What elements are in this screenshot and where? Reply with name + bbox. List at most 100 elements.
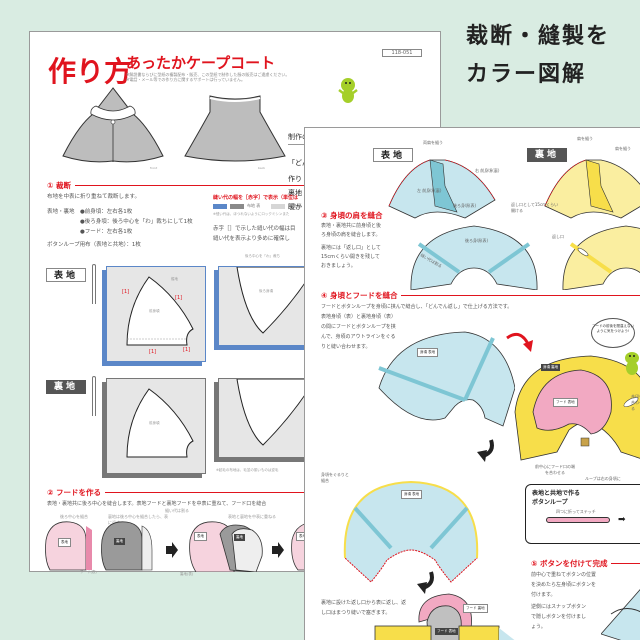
piece-label: 右 前身頃(裏) xyxy=(475,168,500,173)
sew-shoulder-label: 肩を縫う xyxy=(577,136,593,141)
point-text: 裏地 xyxy=(288,189,302,197)
dinosaur-mascot-icon xyxy=(625,352,639,375)
back-body-pattern xyxy=(236,266,310,334)
body-inner-tag: 身頃 裏地 xyxy=(541,364,561,371)
body-hood-intro: フードとボタンループを身頃に挟んで縫合し、「どんでん返し」で仕上げる方法です。 xyxy=(321,304,513,310)
hood-label: 表地と裏地を中表に重ねる xyxy=(228,514,276,519)
hood-label: 裏地(表) xyxy=(180,572,194,576)
hood-sewing-diagram xyxy=(45,521,320,572)
front-body-lining-pattern xyxy=(126,388,194,458)
section-hood-heading: ② フードを作る xyxy=(47,487,307,498)
inner-tag: 裏地 xyxy=(114,538,125,545)
front-center-note: 前中心にフード口の端を合わせる xyxy=(535,464,575,475)
body-hood-text: 表地身頃（表）と裏地身頃（表）の間にフードとボタンループを挟んで、身頃のアウトラ… xyxy=(321,314,397,350)
loop-fabric-note: ボタンループ用布（表地と共地）：1枚 xyxy=(47,242,141,248)
return-opening-note: 返し口として15cmくらい開ける xyxy=(511,202,559,213)
front-body-pattern xyxy=(126,276,194,346)
turn-down-arrow-icon xyxy=(417,571,434,594)
seam-allowance-note: 縫い代の幅を［赤字］で表示（単位は xyxy=(213,195,299,201)
button-detail-diagram xyxy=(601,589,640,640)
front-body-cut-layout: 前身頃 縦地 [1] [1] [1] [1] xyxy=(106,266,206,362)
sew-shoulders-label: 両肩を縫う xyxy=(423,140,443,145)
body-sewn-around-diagram xyxy=(343,480,479,583)
dinosaur-mascot-icon xyxy=(338,78,358,103)
piece-label: 後ろ身頃(表) xyxy=(465,238,489,243)
cape-back-illustration xyxy=(184,95,286,162)
arrow-right-icon: ➡ xyxy=(618,515,626,525)
finish-text-2: 逆側にはスナップボタンで隠しボタンを付けましょう。 xyxy=(531,604,587,630)
body-outer-tag: 身頃 表地 xyxy=(401,490,423,499)
body-lining-hood-diagram xyxy=(514,355,640,461)
hood-outer-tag: フード 表地 xyxy=(435,628,458,635)
point-text: 作り xyxy=(288,175,302,183)
lining-shoulder-diagram xyxy=(544,159,640,219)
product-name: あったかケープコート xyxy=(126,54,276,72)
headline: 裁断・縫製を カラー図解 xyxy=(466,18,610,94)
turn-arrow-icon xyxy=(506,332,533,352)
inner-tag: 裏地 xyxy=(234,534,245,541)
lining-body-sewn-diagram xyxy=(562,225,640,290)
turn-inside-out-text: 裏地に設けた返し口から表に返し、返し口はまつり縫いで塞ぎます。 xyxy=(321,600,407,616)
outer-tag: 表地 xyxy=(58,538,71,547)
hood-intro: 表地・裏地共に後ろ中心を縫合します。表地フードと裏地フードを中表に重ねて、フード… xyxy=(47,501,267,507)
sew-shoulder-label: 肩を縫う xyxy=(615,146,631,151)
headline-line-1: 裁断・縫製を xyxy=(466,24,611,49)
fabric-label: 表地・裏地 xyxy=(47,209,75,215)
finished-cape-diagram xyxy=(374,593,515,640)
piece-label: 左 前身頃(裏) xyxy=(417,188,442,193)
copyright-note: ※解説書ならびに型紙の複製配布・販売、この型紙で制作した服の販売はご遠慮ください… xyxy=(126,72,290,82)
fold-arrow-icon xyxy=(92,264,96,304)
hood-label: フード(表) xyxy=(80,570,97,574)
align-note: 合印を合わせる xyxy=(631,394,640,411)
outer-body-sewn-diagram xyxy=(410,225,538,290)
cape-front-illustration xyxy=(62,87,164,163)
seam-text: 赤字［］で示した縫い代の幅は目 縫い代を表示より多めに確保し xyxy=(213,226,296,242)
back-label: back xyxy=(258,166,266,170)
outer-fabric-tag: 表地 xyxy=(373,148,413,162)
sew-around-label: 身頃をぐるりと縫合 xyxy=(321,472,349,483)
front-body-lining-cut-layout: 前身頃 xyxy=(106,378,206,474)
front-label: front xyxy=(150,166,158,170)
hood-outer-tag: フード 表地 xyxy=(553,398,578,407)
outer-shoulder-diagram xyxy=(388,159,496,219)
section-body-hood-heading: ④ 身頃とフードを縫合 xyxy=(321,290,640,301)
legend-note: ※縫い代は、ほつれないようにロックミシンまた xyxy=(213,212,290,216)
mascot-speech-bubble: フードの前後を間違えないように気をつけよう! xyxy=(591,318,635,348)
turn-down-arrow-icon xyxy=(477,439,494,462)
lining-fabric-tag: 裏地 xyxy=(527,148,567,162)
back-body-lining-cut-layout xyxy=(218,378,310,458)
fold-arrow-icon xyxy=(92,376,96,416)
hood-label: 裏地は後ろ中心を縫合したら、表に返す xyxy=(108,514,168,525)
back-body-cut-layout: 後ろ身頃 xyxy=(218,266,310,346)
back-body-lining-pattern xyxy=(236,378,310,446)
outer-tag: 表地 xyxy=(194,532,207,541)
cutting-intro: 布地を中表に折り重ねて裁断します。 xyxy=(47,194,140,200)
fold-label: 後ろ中心を「わ」裁ち xyxy=(245,254,280,258)
section-shoulder-heading: ③ 身頃の肩を縫合 xyxy=(321,211,383,220)
hood-label: 後ろ中心を縫合 xyxy=(60,514,88,519)
button-loop-title: 表地と共地で作る ボタンループ xyxy=(532,490,581,506)
body-outer-layout-diagram xyxy=(378,331,515,427)
shoulder-text-1: 表地・裏地共に前身頃と後ろ身頃の肩を縫合します。 xyxy=(321,223,382,238)
product-code: 118-051 xyxy=(382,49,422,57)
section-finish-heading: ⑤ ボタンを付けて完成 xyxy=(531,558,640,569)
hood-label: 縫い代は割る xyxy=(165,508,189,513)
button-loop-box: 表地と共地で作る ボタンループ 四つに折ってステッチ ➡ xyxy=(525,484,640,544)
return-opening-label: 返し口 xyxy=(552,234,564,239)
button-loop-strip xyxy=(546,517,610,523)
lining-fabric-tag: 裏地 xyxy=(46,380,86,394)
finish-text-1: 前中心で重ねてボタンの位置を決めたら左身頃にボタンを付けます。 xyxy=(531,572,597,598)
stitch-note: 四つに折ってステッチ xyxy=(556,509,596,514)
instruction-page-front: 表地 裏地 両肩を縫う 肩を縫う 肩を縫う 左 前身頃(裏) 右 前身頃(裏) … xyxy=(304,127,640,640)
piece-label: 後ろ身頃(表) xyxy=(453,203,477,208)
outer-fabric-tag: 表地 xyxy=(46,268,86,282)
hood-inner-tag: フード 裏地 xyxy=(463,604,488,613)
cutting-list: ●前身頃：左右各1枚 ●後ろ身頃：後ろ中心を「わ」裁ちにして1枚 ●フード：左右… xyxy=(80,209,193,235)
body-outer-tag: 身頃 表地 xyxy=(417,348,439,357)
shoulder-text-2: 裏地には「返し口」として15cmくらい開きを残しておきましょう。 xyxy=(321,245,381,269)
pile-note: ※起毛の布地は、毛並の揃いものは逆毛 xyxy=(216,468,279,472)
headline-line-2: カラー図解 xyxy=(466,62,587,87)
page-title: 作り方 xyxy=(48,55,133,88)
fabric-legend: 布地 表 布地 裏 xyxy=(213,203,302,209)
loop-note: ループは右の身頃に xyxy=(585,476,621,481)
